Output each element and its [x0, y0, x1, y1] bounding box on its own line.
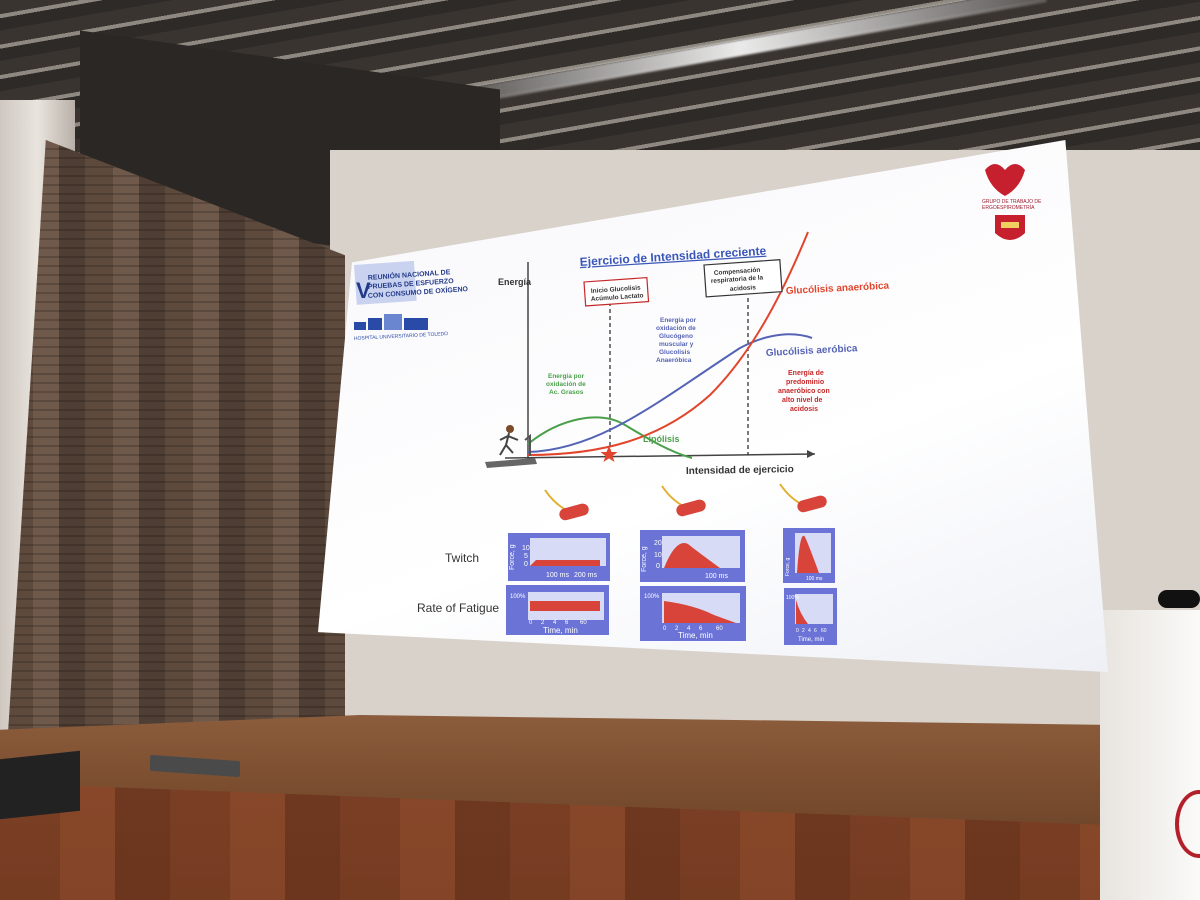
row-label-twitch: Twitch [445, 551, 479, 565]
box-compensacion-line: acidosis [730, 284, 757, 293]
fatigue-xtick: 60 [821, 628, 827, 634]
note-glucogeno-line: Glucógeno [659, 333, 693, 340]
twitch-panel: Force, g 20 10 0 100 ms [640, 530, 745, 582]
y-axis-label: Energía [498, 277, 532, 287]
fatigue-xtick: 0 [529, 620, 533, 626]
box-inicio-glucolisis: Inicio Glucolisis Acúmulo Lactato [583, 276, 650, 307]
note-predominio-line: alto nivel de [782, 397, 823, 404]
twitch-tick: 5 [524, 553, 528, 560]
fatigue-xtick: 0 [663, 626, 667, 632]
anaerobica-curve [527, 231, 809, 456]
x-axis [504, 453, 816, 459]
fatigue-xtick: 2 [541, 620, 545, 626]
muscle-fiber-icon [661, 485, 706, 517]
twitch-tick: 10 [654, 552, 662, 559]
fatigue-xtick: 6 [814, 628, 817, 634]
fatigue-xtick: 6 [565, 620, 569, 626]
muscle-fiber-icon [779, 483, 827, 513]
note-grasos: Energía por oxidación de Ac. Grasos [546, 373, 586, 396]
fatigue-top: 100% [644, 594, 660, 600]
fatigue-xtick: 4 [808, 628, 811, 634]
fatigue-xtick: 60 [716, 626, 723, 632]
twitch-xtick: 100 ms [806, 576, 823, 582]
fatigue-xtick: 2 [675, 626, 679, 632]
microphone [1158, 590, 1200, 608]
twitch-ylabel: Force, g [785, 557, 791, 576]
twitch-ylabel: Force, g [509, 544, 516, 570]
twitch-ylabel: Force, g [641, 546, 648, 572]
box-inicio-line: Acúmulo Lactato [591, 292, 644, 303]
group-logo: GRUPO DE TRABAJO DE ERGOESPIROMETRÍA [982, 164, 1042, 240]
note-glucogeno-line: muscular y [659, 341, 694, 348]
treadmill-runner-icon [485, 425, 537, 468]
note-glucogeno-line: oxidación de [656, 325, 696, 332]
box-compensacion-line: respiratoria de la [711, 274, 764, 285]
fatigue-top: 100% [510, 594, 526, 600]
box-compensacion-line: Compensación [714, 267, 761, 277]
x-axis-label: Intensidad de ejercicio [686, 464, 794, 477]
fatigue-panel: 100% 0 2 4 6 60 Time, min [506, 585, 609, 635]
note-predominio-line: Energía de [788, 370, 824, 377]
label-aerobica: Glucólisis aeróbica [766, 343, 859, 359]
fatigue-xtick: 0 [796, 628, 799, 634]
fatigue-panel: 100% 0 2 4 6 60 Time, min [784, 588, 837, 645]
twitch-tick: 0 [656, 563, 660, 570]
hospital-logo-text: HOSPITAL UNIVERSITARIO DE TOLEDO [354, 331, 448, 342]
note-grasos-line: Ac. Grasos [549, 389, 584, 396]
twitch-tick: 0 [524, 561, 528, 568]
fatigue-xlabel: Time, min [543, 626, 578, 635]
wood-wall [5, 140, 345, 780]
note-glucogeno: Energía por oxidación de Glucógeno muscu… [656, 317, 697, 364]
note-glucogeno-line: Energía por [660, 317, 697, 324]
box-inicio-line: Inicio Glucolisis [591, 285, 642, 295]
fatigue-xtick: 4 [687, 626, 691, 632]
event-logo-mark: V [356, 278, 371, 303]
fatigue-xlabel: Time, min [798, 637, 824, 643]
twitch-xtick: 200 ms [574, 572, 597, 579]
fatigue-xtick: 60 [580, 620, 587, 626]
energy-chart: Energía Intensidad de ejercicio Inicio G… [485, 231, 890, 477]
fatigue-xtick: 4 [553, 620, 557, 626]
hospital-logo: HOSPITAL UNIVERSITARIO DE TOLEDO [354, 314, 448, 342]
podium [1100, 610, 1200, 900]
note-glucogeno-line: Glucolisis [659, 349, 690, 356]
heart-icon [985, 164, 1025, 196]
note-grasos-line: Energía por [548, 373, 585, 380]
fatigue-xtick: 6 [699, 626, 703, 632]
star-icon [600, 446, 618, 462]
twitch-panel: Force, g 10 5 0 100 ms 200 ms [508, 533, 610, 581]
note-predominio-line: acidosis [790, 406, 818, 413]
twitch-xtick: 100 ms [546, 572, 569, 579]
note-predominio-line: anaeróbico con [778, 388, 830, 395]
note-predominio: Energía de predominio anaeróbico con alt… [778, 370, 830, 413]
fatigue-panel: 100% 0 2 4 6 60 Time, min [640, 586, 746, 641]
twitch-tick: 10 [522, 545, 530, 552]
note-predominio-line: predominio [786, 379, 824, 386]
lipolisis-curve [527, 416, 693, 459]
aerobica-curve [527, 333, 813, 453]
box-compensacion: Compensación respiratoria de la acidosis [703, 259, 783, 298]
group-logo-line: GRUPO DE TRABAJO DE [982, 199, 1042, 205]
twitch-xtick: 100 ms [705, 573, 728, 580]
x-axis-arrow [807, 450, 815, 458]
twitch-panel: Force, g 100 ms [783, 528, 835, 583]
fatigue-xlabel: Time, min [678, 631, 713, 640]
muscle-fiber-icon [544, 489, 589, 521]
note-glucogeno-line: Anaeróbica [656, 357, 692, 364]
label-anaerobica: Glucólisis anaeróbica [786, 281, 890, 297]
label-lipolisis: Lipólisis [643, 434, 680, 444]
event-logo: V REUNIÓN NACIONAL DE PRUEBAS DE ESFUERZ… [354, 260, 469, 305]
note-grasos-line: oxidación de [546, 381, 586, 388]
group-logo-line: ERGOESPIROMETRÍA [982, 204, 1035, 211]
fatigue-top: 100% [786, 595, 799, 601]
fatigue-xtick: 2 [802, 628, 805, 634]
row-label-fatigue: Rate of Fatigue [417, 601, 499, 615]
twitch-tick: 20 [654, 540, 662, 547]
